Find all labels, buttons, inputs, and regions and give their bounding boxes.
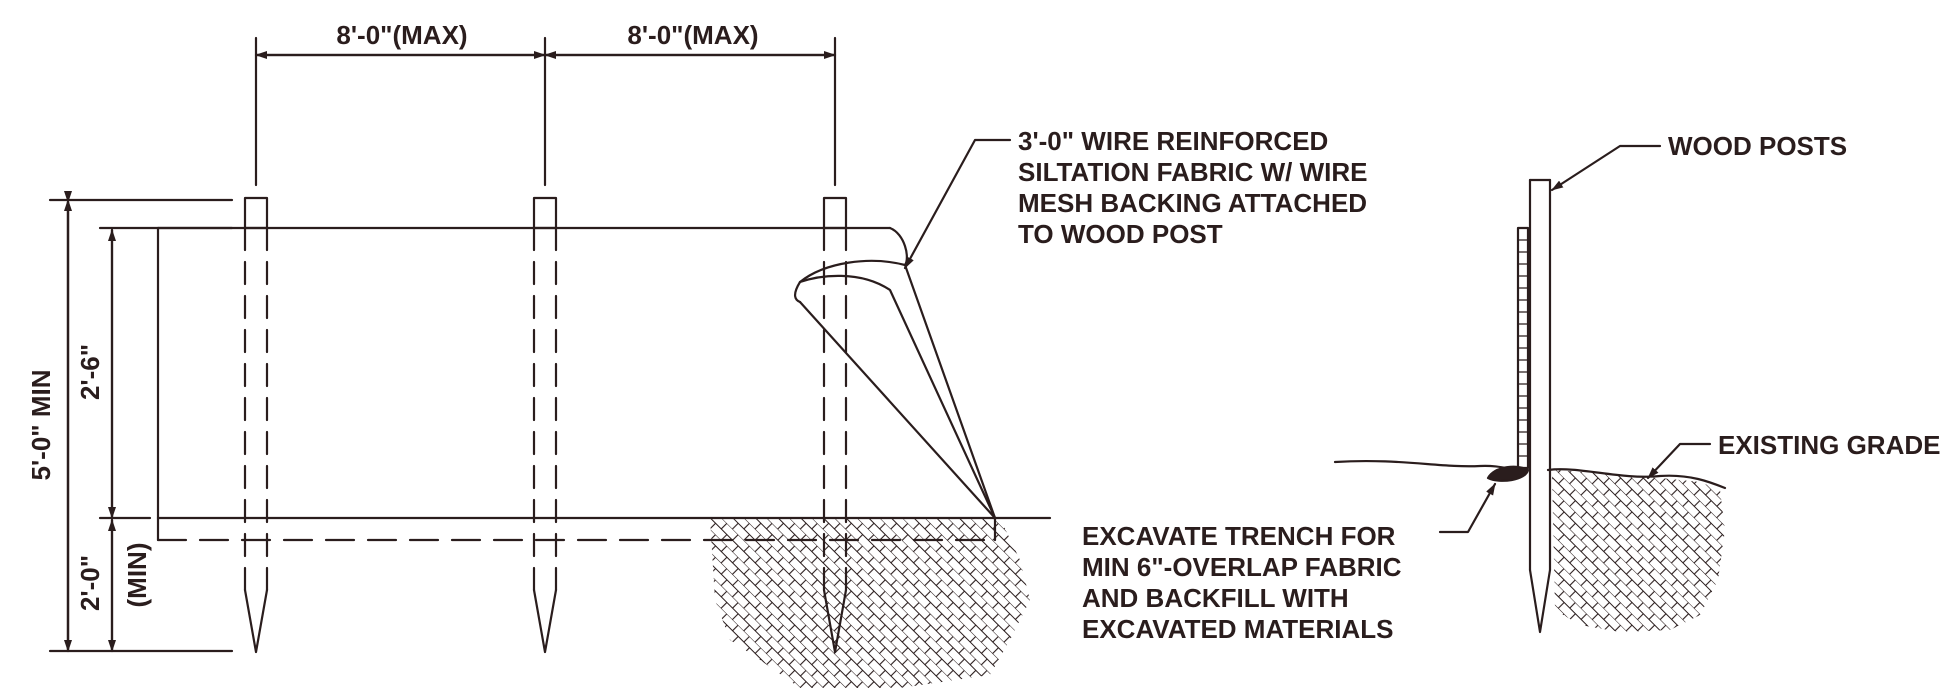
- post-spacing-label-2: 8'-0"(MAX): [627, 20, 758, 50]
- wood-posts-label: WOOD POSTS: [1668, 131, 1847, 161]
- trench-callout-line-4: EXCAVATED MATERIALS: [1082, 614, 1394, 644]
- embed-depth-label: 2'-0": [75, 555, 105, 611]
- post-spacing-dimension: [254, 36, 837, 187]
- existing-grade-leader: [1646, 442, 1712, 480]
- trench-leader: [1438, 482, 1497, 534]
- existing-grade-line: [1333, 459, 1522, 472]
- fabric-callout-leader: [903, 138, 1012, 270]
- wood-post-3: [822, 196, 848, 654]
- wood-posts-leader: [1550, 144, 1662, 192]
- wood-post-2: [532, 196, 558, 654]
- section-wood-post: [1528, 178, 1552, 634]
- soil-hatch-elevation: [710, 518, 1030, 688]
- existing-grade-label: EXISTING GRADE: [1718, 430, 1940, 460]
- wood-post-1: [243, 196, 269, 654]
- trench-callout-line-3: AND BACKFILL WITH: [1082, 583, 1349, 613]
- trench-backfill: [1486, 465, 1530, 482]
- fabric-height-label: 2'-6": [75, 344, 105, 400]
- total-height-label: 5'-0" MIN: [26, 370, 56, 481]
- height-dimensions: [48, 191, 234, 653]
- trench-callout-line-2: MIN 6"-OVERLAP FABRIC: [1082, 552, 1402, 582]
- soil-hatch-section: [1552, 470, 1725, 632]
- trench-callout-line-1: EXCAVATE TRENCH FOR: [1082, 521, 1396, 551]
- fabric-callout-line-2: SILTATION FABRIC W/ WIRE: [1018, 157, 1368, 187]
- fabric-callout-line-3: MESH BACKING ATTACHED: [1018, 188, 1367, 218]
- fabric-callout-line-1: 3'-0" WIRE REINFORCED: [1018, 126, 1328, 156]
- existing-grade-line-right: [1546, 468, 1727, 490]
- fabric-callout-line-4: TO WOOD POST: [1018, 219, 1223, 249]
- post-spacing-label-1: 8'-0"(MAX): [336, 20, 467, 50]
- section-fabric-mesh: [1516, 226, 1530, 470]
- fabric-panel: [156, 226, 1052, 542]
- embed-depth-note: (MIN): [122, 543, 152, 608]
